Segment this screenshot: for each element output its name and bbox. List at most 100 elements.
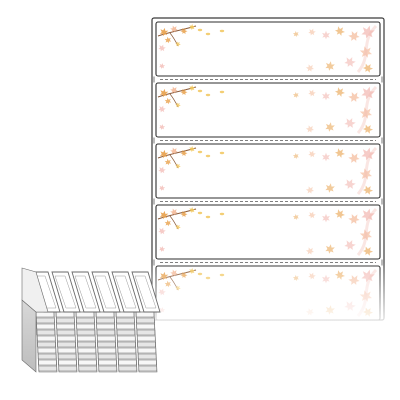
stack-column	[35, 311, 58, 373]
petal-dot	[219, 90, 225, 94]
stack-card-edge	[96, 317, 115, 324]
label-stack-illustration	[21, 267, 161, 373]
stack-card-edge	[56, 329, 76, 336]
stack-card-edge	[58, 365, 77, 372]
stack-card-edge	[75, 311, 95, 318]
stack-card-edge	[56, 335, 76, 342]
stack-card-edge	[76, 323, 95, 330]
stack-column	[115, 311, 138, 373]
stack-strip	[51, 271, 81, 313]
stack-card-edge	[137, 347, 157, 354]
stack-card-edge	[116, 323, 135, 330]
stack-card-edge	[37, 341, 56, 348]
sheet-reflection-fade	[150, 262, 390, 332]
stack-card-edge	[98, 359, 117, 366]
stack-card-edge	[76, 335, 96, 342]
stack-column	[135, 311, 158, 373]
petal-dot	[205, 154, 211, 158]
stack-card-edge	[135, 311, 155, 318]
stack-card-edge	[116, 335, 136, 342]
ribbon-shape	[356, 85, 378, 134]
label-outline	[155, 82, 381, 138]
stack-card-edge	[57, 347, 77, 354]
petal-dot	[205, 93, 211, 97]
label-item	[153, 204, 383, 266]
stack-card-edge	[97, 347, 117, 354]
stack-strip	[131, 271, 161, 313]
stack-card-edge	[56, 323, 75, 330]
stack-card-edge	[35, 311, 55, 318]
stack-card-edge	[58, 359, 77, 366]
stack-card-edge	[96, 323, 115, 330]
stack-strip-inner	[134, 275, 157, 309]
petal-dot	[197, 150, 203, 154]
petal-dot	[197, 211, 203, 215]
stack-strip-inner	[74, 275, 97, 309]
stack-strip-inner	[54, 275, 77, 309]
stack-card-edge	[76, 329, 96, 336]
stack-card-edge	[117, 341, 136, 348]
stack-card-edge	[97, 341, 116, 348]
stack-strip-inner	[94, 275, 117, 309]
stack-card-edge	[95, 311, 115, 318]
stack-card-edge	[116, 317, 135, 324]
petal-dot	[205, 215, 211, 219]
petal-dot	[219, 212, 225, 216]
stack-card-edge	[137, 353, 157, 360]
stack-card-edge	[136, 335, 156, 342]
stack-card-edge	[77, 347, 97, 354]
stack-card-edge	[137, 341, 156, 348]
stack-card-edge	[97, 353, 117, 360]
stack-column	[95, 311, 118, 373]
stack-card-edge	[96, 335, 116, 342]
stack-card-edge	[78, 365, 97, 372]
stack-card-edge	[38, 359, 57, 366]
stack-card-edge	[117, 347, 137, 354]
label-item	[153, 21, 383, 83]
ribbon-shape	[356, 146, 378, 195]
stack-top-edge	[21, 267, 49, 313]
stack-card-edge	[77, 353, 97, 360]
stack-strip	[91, 271, 121, 313]
petal-dot	[219, 151, 225, 155]
stack-card-edge	[57, 341, 76, 348]
stack-card-edge	[57, 353, 77, 360]
stack-card-edge	[117, 353, 137, 360]
label-decoration	[157, 84, 378, 136]
stack-card-edge	[36, 317, 55, 324]
stack-card-edge	[56, 317, 75, 324]
stack-card-edge	[55, 311, 75, 318]
stack-card-edge	[76, 317, 95, 324]
stack-card-edge	[38, 365, 57, 372]
stack-column	[55, 311, 78, 373]
stack-card-edge	[116, 329, 136, 336]
stack-card-edge	[136, 317, 155, 324]
stack-column	[75, 311, 98, 373]
label-item	[153, 143, 383, 205]
stack-card-edge	[118, 359, 137, 366]
stack-card-edge	[78, 359, 97, 366]
stack-card-edge	[36, 323, 55, 330]
label-outline	[155, 143, 381, 199]
stack-card-edge	[138, 359, 157, 366]
stack-card-edge	[98, 365, 117, 372]
stack-card-edge	[115, 311, 135, 318]
petal-dot	[205, 32, 211, 36]
stack-card-edge	[36, 335, 56, 342]
stack-card-edge	[136, 323, 155, 330]
label-outline	[155, 204, 381, 260]
label-decoration	[157, 23, 378, 75]
stack-card-edge	[138, 365, 157, 372]
stack-card-edge	[36, 329, 56, 336]
ribbon-shape	[356, 24, 378, 73]
ribbon-shape	[356, 207, 378, 256]
label-decoration	[157, 206, 378, 258]
label-outline	[155, 21, 381, 77]
stack-card-edge	[37, 353, 57, 360]
petal-dot	[197, 89, 203, 93]
label-decoration	[157, 145, 378, 197]
stack-card-edge	[136, 329, 156, 336]
stack-card-edge	[77, 341, 96, 348]
